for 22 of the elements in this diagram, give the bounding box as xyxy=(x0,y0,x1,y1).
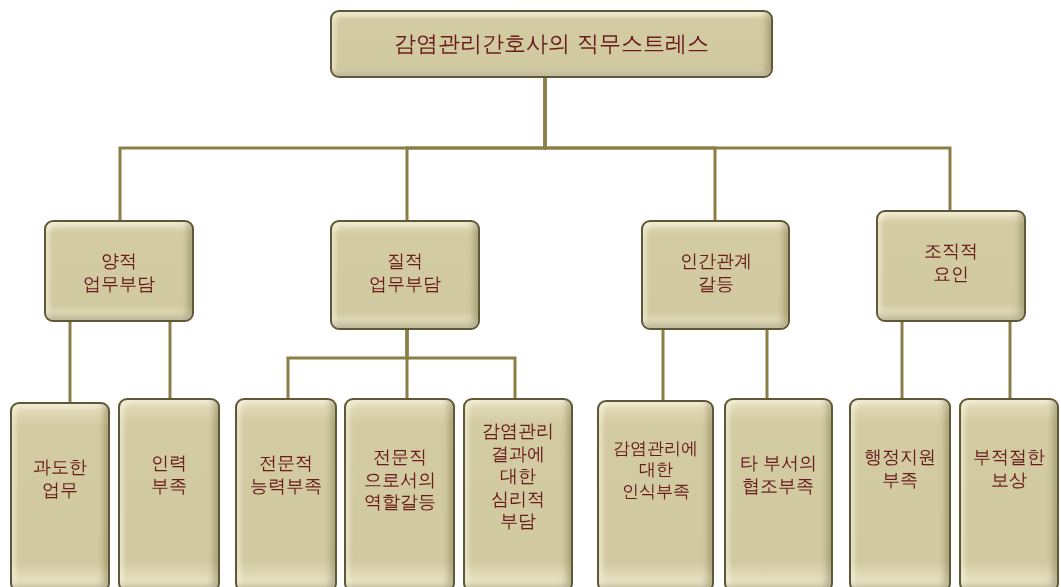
factor-box: 전문직 으로서의 역할갈등 xyxy=(344,398,455,587)
connector-line xyxy=(168,322,172,398)
factor-box: 인력 부족 xyxy=(118,398,220,587)
title-box: 감염관리간호사의 직무스트레스 xyxy=(330,10,773,78)
factor-box: 감염관리에 대한 인식부족 xyxy=(597,400,714,587)
factor-box: 과도한 업무 xyxy=(10,402,110,587)
factor-box: 부적절한 보상 xyxy=(959,398,1059,587)
connector-line xyxy=(543,78,952,210)
connector-line xyxy=(405,330,517,398)
category-box: 인간관계 갈등 xyxy=(641,220,790,330)
category-box: 질적 업무부담 xyxy=(330,220,480,330)
connector-line xyxy=(68,322,72,402)
category-box: 조직적 요인 xyxy=(876,210,1026,322)
connector-line xyxy=(765,330,769,398)
connector-line xyxy=(900,322,904,398)
factor-box: 감염관리 결과에 대한 심리적 부담 xyxy=(463,398,573,587)
connector-line xyxy=(1008,322,1012,398)
connector-line xyxy=(661,330,665,400)
category-box: 양적 업무부담 xyxy=(44,220,194,322)
factor-box: 전문적 능력부족 xyxy=(235,398,337,587)
factor-box: 행정지원 부족 xyxy=(849,398,951,587)
factor-box: 타 부서의 협조부족 xyxy=(724,398,833,587)
